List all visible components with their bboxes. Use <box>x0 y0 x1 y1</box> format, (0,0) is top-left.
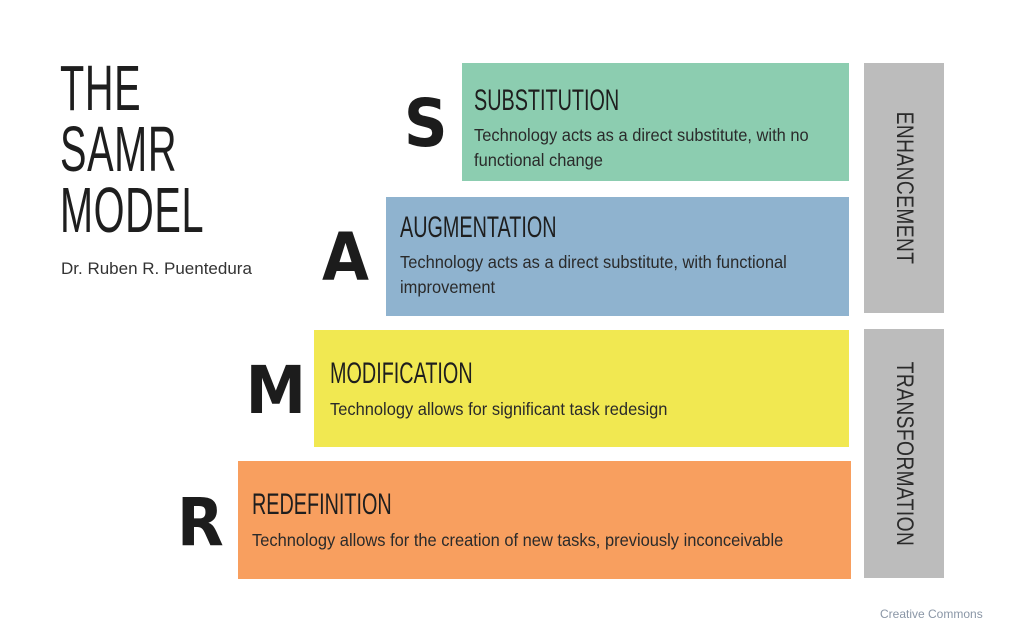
level-box-augmentation: AUGMENTATION Technology acts as a direct… <box>386 197 849 316</box>
phase-enhancement: ENHANCEMENT <box>864 63 944 313</box>
level-letter-m: M <box>245 352 307 429</box>
author-name: Dr. Ruben R. Puentedura <box>61 259 252 278</box>
level-description: Technology acts as a direct substitute, … <box>474 125 809 170</box>
page-title: THE SAMR MODEL <box>60 52 205 246</box>
title-line-1: THE <box>60 52 142 124</box>
level-description: Technology acts as a direct substitute, … <box>400 252 787 297</box>
phase-transformation: TRANSFORMATION <box>864 329 944 578</box>
level-title: SUBSTITUTION <box>474 84 620 117</box>
level-title: AUGMENTATION <box>400 211 557 244</box>
phase-label: TRANSFORMATION <box>891 361 918 546</box>
level-box-substitution: SUBSTITUTION Technology acts as a direct… <box>462 63 849 181</box>
level-letter-a: A <box>322 219 370 296</box>
phase-label: ENHANCEMENT <box>891 111 918 265</box>
level-box-modification: MODIFICATION Technology allows for signi… <box>314 330 849 447</box>
title-line-2: SAMR <box>60 113 178 185</box>
level-letter-s: S <box>403 85 448 162</box>
level-box-redefinition: REDEFINITION Technology allows for the c… <box>238 461 851 579</box>
level-letter-r: R <box>177 484 224 561</box>
level-title: REDEFINITION <box>252 488 392 521</box>
level-description: Technology allows for significant task r… <box>330 399 668 419</box>
credit-text: Creative Commons <box>880 607 983 621</box>
title-line-3: MODEL <box>60 174 205 246</box>
level-title: MODIFICATION <box>330 357 473 390</box>
level-description: Technology allows for the creation of ne… <box>252 530 784 550</box>
